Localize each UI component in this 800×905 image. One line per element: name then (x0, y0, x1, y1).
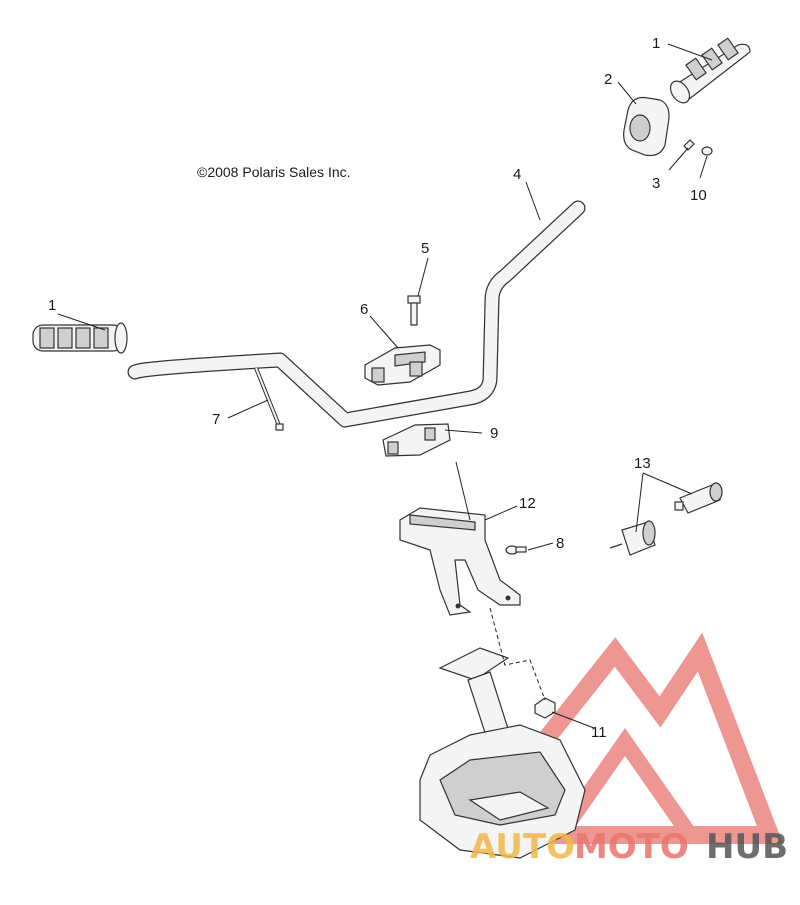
watermark-triangle (451, 632, 784, 844)
upper-clamp (364, 344, 441, 386)
leader-lines (57, 43, 713, 729)
callout-11: 11 (591, 724, 607, 741)
instrument-pod (419, 724, 586, 859)
copyright-text: ©2008 Polaris Sales Inc. (197, 164, 351, 180)
handlebar (127, 200, 586, 428)
lower-clamp (382, 423, 451, 457)
watermark-word-moto: MOTO (574, 827, 689, 867)
callout-6: 6 (360, 301, 368, 318)
callout-10: 10 (690, 187, 707, 204)
callout-1-left: 1 (48, 297, 56, 314)
mount-nut (534, 697, 556, 719)
throttle-housing (623, 96, 670, 157)
switch-knob (674, 482, 723, 514)
bracket-screw (505, 545, 527, 555)
left-grip (32, 322, 128, 354)
watermark-word-hub: HUB (706, 827, 788, 867)
throttle-screw (683, 139, 695, 151)
steering-mount (438, 647, 511, 743)
watermark-wordmark: AUTO MOTO HUB (470, 827, 788, 867)
callout-9: 9 (490, 425, 498, 442)
callout-2: 2 (604, 71, 612, 88)
watermark-word-auto: AUTO (470, 827, 575, 867)
callout-1-right: 1 (652, 35, 660, 52)
right-grip (669, 37, 751, 104)
callout-8: 8 (556, 535, 564, 552)
rod (254, 367, 284, 431)
callout-7: 7 (212, 411, 220, 428)
switch-housing (609, 520, 656, 556)
callout-3: 3 (652, 175, 660, 192)
callout-5: 5 (421, 240, 429, 257)
callout-4: 4 (513, 166, 521, 183)
callout-13: 13 (634, 455, 651, 472)
throttle-clip (701, 146, 713, 156)
mount-bracket (399, 507, 521, 616)
callout-12: 12 (519, 495, 536, 512)
clamp-bolt (407, 295, 421, 326)
